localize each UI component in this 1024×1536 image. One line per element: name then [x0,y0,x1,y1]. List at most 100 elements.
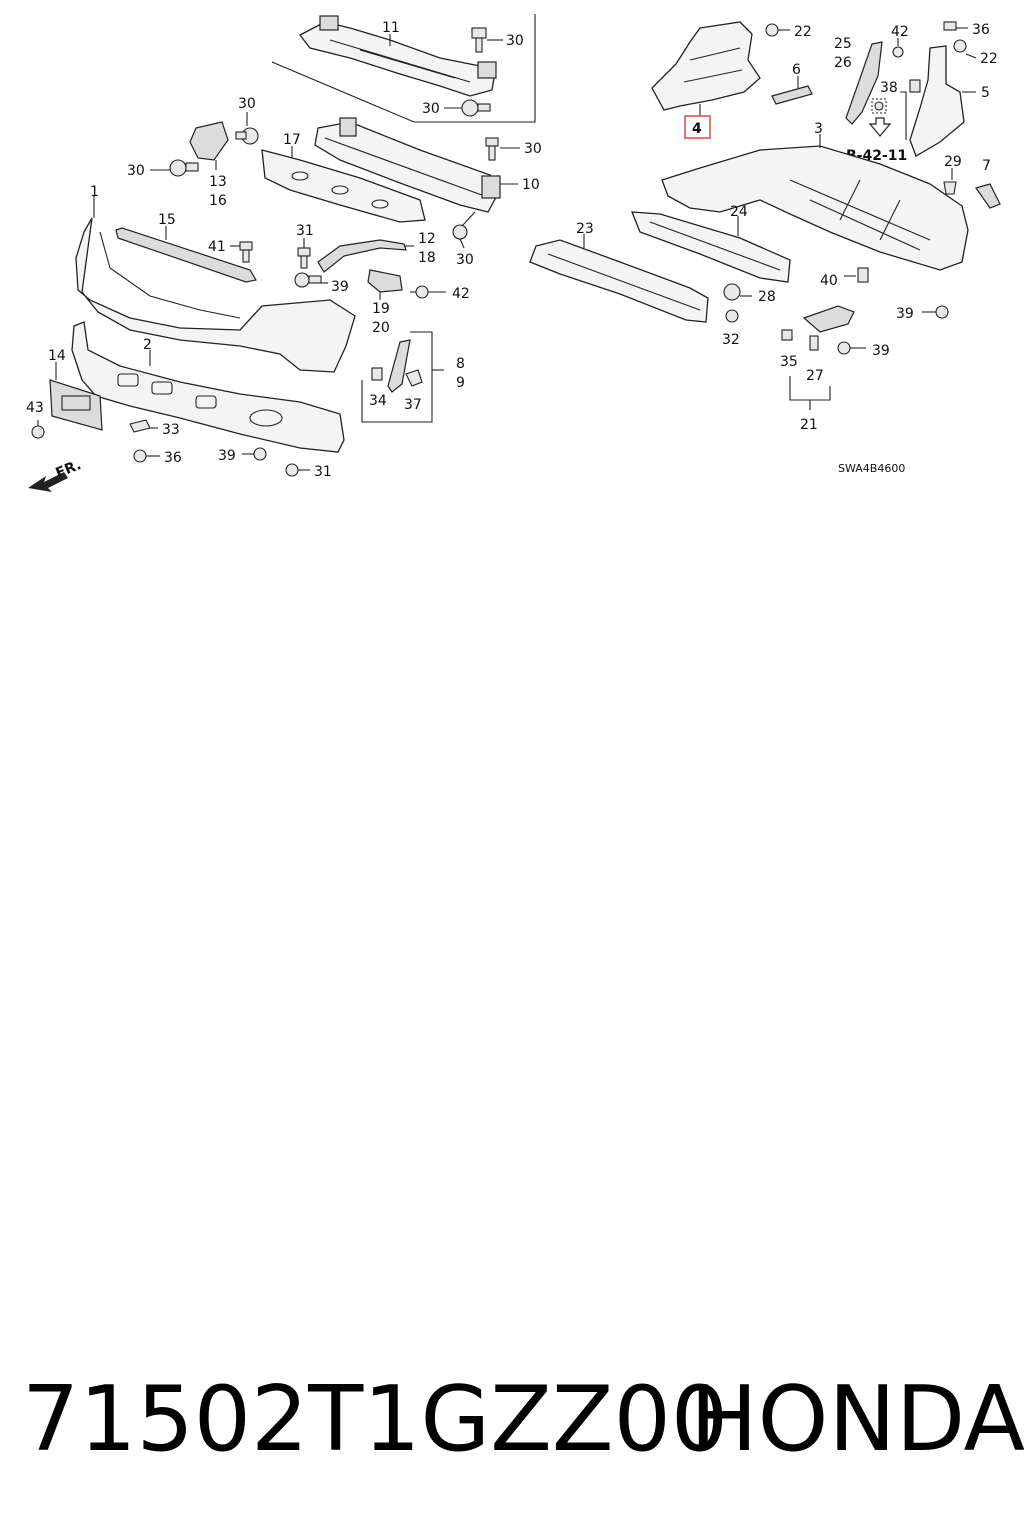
part-11-bracket-left [319,15,339,31]
bolt-31b [285,463,310,477]
callout-30f: 30 [127,163,145,179]
clip-22b [953,39,977,59]
callout-22a: 22 [794,24,812,40]
bolt-30e [235,112,259,145]
reference-arrow-icon [868,117,892,137]
callout-30a: 30 [506,33,524,49]
callout-43: 43 [26,400,44,416]
callout-21: 21 [800,417,818,433]
bolt-28 [723,283,752,301]
callout-30d: 30 [456,252,474,268]
callout-4: 4 [692,121,702,137]
callout-13: 13 [209,174,227,190]
bolt-30c [485,137,520,161]
callout-18: 18 [418,250,436,266]
part-8-garnish [387,339,411,393]
part-19-bracket [367,269,403,293]
front-direction-arrow [28,472,68,492]
bolt-39a [294,272,328,288]
callout-16: 16 [209,193,227,209]
callout-14: 14 [48,348,66,364]
bolt-41 [230,241,253,263]
front-label: FR. [54,457,84,482]
part-4-ribs [683,47,743,83]
part-21-bracket [802,305,855,333]
part-13-bracket [189,121,229,161]
bolt-27 [809,335,819,351]
parts-diagram: 11 30 30 17 10 30 30 13 16 30 30 [26,14,1001,492]
callout-40: 40 [820,273,838,289]
upper-frame-line [271,14,536,123]
bolt-42a [410,285,446,299]
bolt-31a [297,238,311,269]
clip-22a [765,23,790,37]
callout-17: 17 [283,132,301,148]
callout-5: 5 [981,85,990,101]
callout-28: 28 [758,289,776,305]
bolt-30a [471,27,503,53]
callout-30e: 30 [238,96,256,112]
callout-30b: 30 [422,101,440,117]
callout-3: 3 [814,121,823,137]
part-5-mudguard [909,45,965,157]
part-3-contour [789,179,931,251]
fog-light-opening [249,409,283,427]
clip-29 [943,168,957,195]
clip-42b [892,38,904,58]
diagram-code: SWA4B4600 [838,462,905,475]
part-11-bracket-right [477,61,497,79]
highlight-box [684,115,711,139]
clip-37 [405,369,423,387]
bolt-39b [242,447,267,461]
callout-39a: 39 [331,279,349,295]
part-1-front-bumper [75,217,356,373]
callout-2: 2 [143,337,152,353]
part-12-bracket [317,239,407,273]
part-1-contour [99,231,241,319]
part-2-lower-bumper [71,321,345,453]
callout-33: 33 [162,422,180,438]
callout-31b: 31 [314,464,332,480]
callout-32: 32 [722,332,740,348]
group-8-9-frame [361,331,433,423]
bolt-36b [943,21,968,31]
callout-8: 8 [456,356,465,372]
callout-24: 24 [730,204,748,220]
callout-9: 9 [456,375,465,391]
callout-31a: 31 [296,223,314,239]
callout-39d: 39 [872,343,890,359]
callout-37: 37 [404,397,422,413]
callout-39c: 39 [896,306,914,322]
part-number: 71502T1GZZ00 [22,1367,729,1472]
callout-19: 19 [372,301,390,317]
part-25-bracket [845,41,883,125]
callout-7: 7 [982,158,991,174]
callout-20: 20 [372,320,390,336]
callout-6: 6 [792,62,801,78]
footer: 71502T1GZZ00 HONDA [0,1360,1024,1480]
part-15-molding [115,227,257,283]
bolt-39d [837,341,866,355]
part-10-bracket-right [481,175,501,199]
part-7-clip [975,183,1001,209]
callout-15: 15 [158,212,176,228]
part-24-absorber [631,211,791,283]
callout-41: 41 [208,239,226,255]
callout-42b: 42 [891,24,909,40]
callout-29: 29 [944,154,962,170]
callout-25: 25 [834,36,852,52]
bolt-30b [444,99,491,117]
callout-27: 27 [806,368,824,384]
part-11-detail [329,39,471,83]
callout-36a: 36 [164,450,182,466]
callout-1: 1 [90,184,99,200]
part-10-bracket [339,117,357,137]
callout-34: 34 [369,393,387,409]
part-3-rear-bumper [661,145,969,271]
clip-33 [129,419,158,433]
callout-22b: 22 [980,51,998,67]
callout-42a: 42 [452,286,470,302]
part-4-splash-guard [651,21,761,111]
bolt-40 [844,267,869,283]
callout-36b: 36 [972,22,990,38]
